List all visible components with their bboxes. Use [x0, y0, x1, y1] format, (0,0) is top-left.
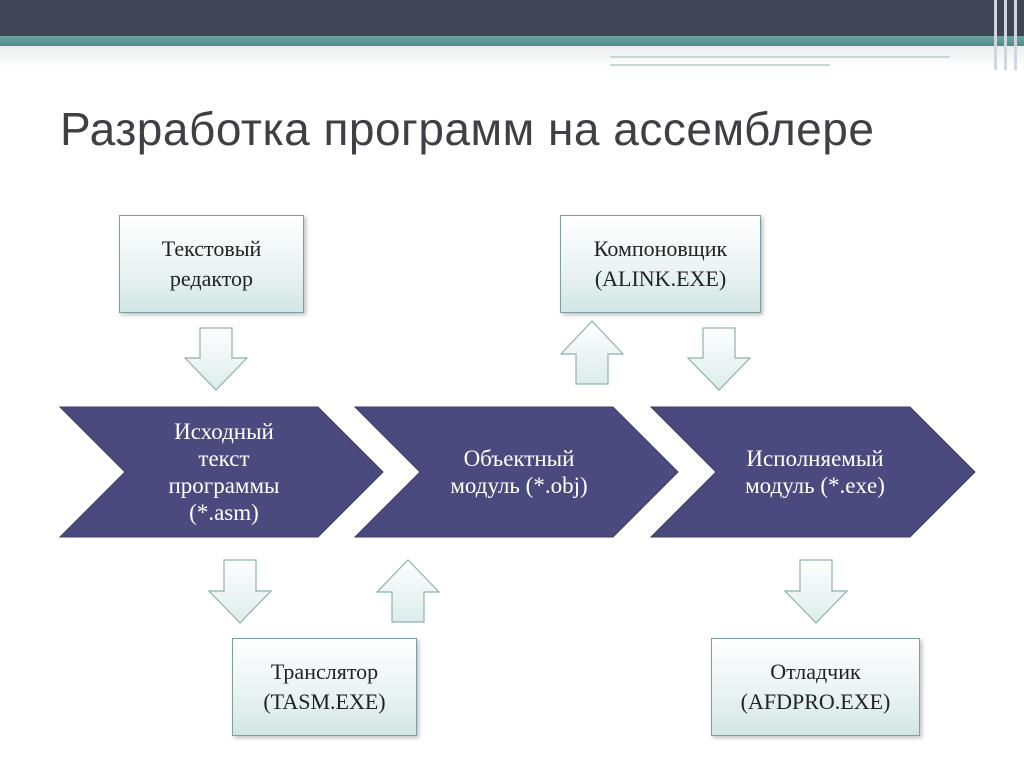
header-light-band — [0, 46, 1024, 68]
slide-title: Разработка программ на ассемблере — [60, 103, 875, 155]
arrow-down-editor — [183, 327, 249, 391]
arrow-up-linker — [559, 320, 625, 385]
chevron-exec-label: Исполняемый модуль (*.exe) — [745, 446, 885, 498]
chevron-object-label: Объектный модуль (*.obj) — [450, 446, 588, 498]
box-linker: Компоновщик (ALINK.EXE) — [560, 215, 761, 313]
arrow-down-linker — [686, 327, 752, 391]
header-accent-line-2 — [610, 64, 830, 66]
header-stripe — [1014, 0, 1017, 70]
box-text-editor: Текстовый редактор — [119, 215, 304, 313]
box-translator: Транслятор (TASM.EXE) — [232, 638, 417, 736]
arrow-down-debugger — [783, 559, 849, 624]
header-teal-band — [0, 36, 1024, 46]
arrow-up-object — [375, 559, 441, 623]
chevron-source-label: Исходный текст программы (*.asm) — [168, 419, 280, 525]
header-stripe — [994, 0, 997, 70]
header-accent-line — [610, 56, 950, 58]
box-debugger: Отладчик (AFDPRO.EXE) — [711, 638, 920, 736]
arrow-down-translator — [207, 559, 273, 624]
header-stripe — [1004, 0, 1007, 70]
chevron-exec — [649, 406, 976, 538]
header-dark-band — [0, 0, 1024, 36]
chevron-source — [58, 406, 384, 538]
chevron-object — [353, 406, 679, 538]
